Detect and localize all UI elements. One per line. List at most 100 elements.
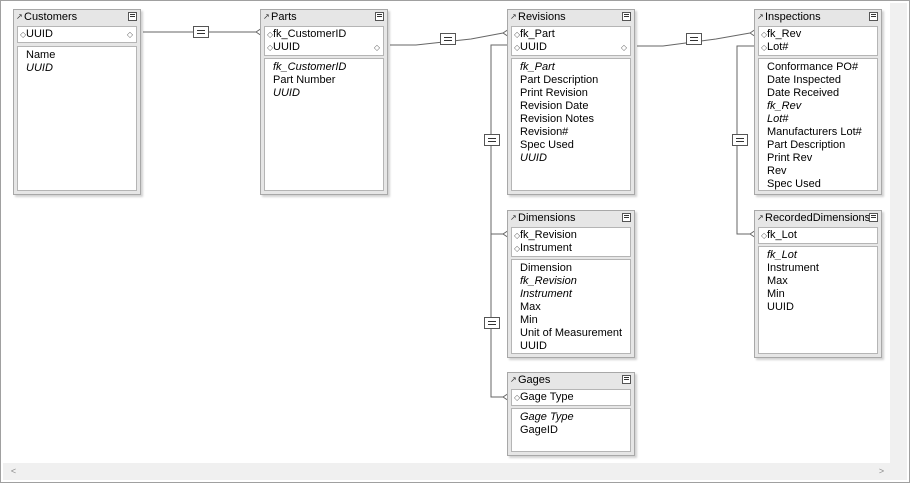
collapse-toggle-icon[interactable] [869, 12, 878, 21]
field-item[interactable]: Revision Date [520, 100, 589, 112]
field-item[interactable]: Part Description [767, 139, 846, 151]
field-item[interactable]: Gage Type [520, 411, 574, 423]
field-item[interactable]: UUID [273, 87, 300, 99]
key-field[interactable]: ◇fk_Part [512, 28, 630, 41]
relationship-key-icon: ◇ [761, 231, 768, 240]
relationship-operator-parts-revisions[interactable] [440, 33, 456, 45]
field-item[interactable]: fk_Lot [767, 249, 797, 261]
relationship-key-icon: ◇ [267, 30, 274, 39]
key-field[interactable]: ◇fk_Revision [512, 229, 630, 242]
field-item[interactable]: Dimension [520, 262, 572, 274]
table-header[interactable]: ↗Gages [508, 373, 634, 388]
relationship-operator-revisions-dimensions[interactable] [484, 134, 500, 146]
table-header[interactable]: ↗Parts [261, 10, 387, 25]
scroll-right-icon[interactable]: > [878, 466, 885, 476]
table-arrow-icon: ↗ [510, 12, 517, 21]
key-field[interactable]: ◇Gage Type [512, 391, 630, 404]
table-header[interactable]: ↗Customers [14, 10, 140, 25]
field-item[interactable]: Name [26, 49, 56, 61]
field-item[interactable]: Print Revision [520, 87, 588, 99]
field-item[interactable]: Lot# [767, 113, 789, 125]
table-header[interactable]: ↗Revisions [508, 10, 634, 25]
field-item[interactable]: UUID [520, 340, 547, 352]
key-field[interactable]: ◇UUID◇ [18, 28, 136, 41]
table-arrow-icon: ↗ [510, 375, 517, 384]
key-fields-list: ◇UUID◇ [17, 26, 137, 43]
field-item[interactable]: Max [520, 301, 541, 313]
key-field[interactable]: ◇fk_CustomerID [265, 28, 383, 41]
key-field[interactable]: ◇UUID◇ [512, 41, 630, 54]
field-item[interactable]: Part Description [520, 74, 599, 86]
field-item[interactable]: Revision# [520, 126, 569, 138]
field-item[interactable]: fk_Revision [520, 275, 577, 287]
field-item[interactable]: Revision Notes [520, 113, 594, 125]
relationship-operator-revisions-inspections[interactable] [686, 33, 702, 45]
field-item[interactable]: Instrument [520, 288, 572, 300]
field-item[interactable]: UUID [26, 62, 53, 74]
field-item[interactable]: fk_Rev [767, 100, 802, 112]
relationship-operator-revisions-gages[interactable] [484, 317, 500, 329]
key-field[interactable]: ◇UUID◇ [265, 41, 383, 54]
field-item[interactable]: Part Number [273, 74, 336, 86]
field-item[interactable]: fk_CustomerID [273, 61, 347, 73]
collapse-toggle-icon[interactable] [375, 12, 384, 21]
field-item[interactable]: Date Inspected [767, 74, 841, 86]
key-field[interactable]: ◇Instrument [512, 242, 630, 255]
field-item[interactable]: Unit of Measurement [520, 327, 623, 339]
relationship-key-icon: ◇ [514, 244, 521, 253]
key-field-label: UUID [273, 41, 300, 53]
key-field-label: Instrument [520, 242, 572, 254]
field-item[interactable]: UUID [520, 152, 547, 164]
key-field-label: Gage Type [520, 391, 574, 403]
key-field[interactable]: ◇fk_Rev [759, 28, 877, 41]
field-item[interactable]: Rev [767, 165, 787, 177]
key-field-label: UUID [26, 28, 53, 40]
key-fields-list: ◇fk_Lot [758, 227, 878, 244]
field-item[interactable]: Spec Used [520, 139, 574, 151]
field-item[interactable]: Min [767, 288, 785, 300]
field-item[interactable]: Spec Used [767, 178, 821, 190]
table-header[interactable]: ↗Inspections [755, 10, 881, 25]
key-field-label: Lot# [767, 41, 789, 53]
field-item[interactable]: Max [767, 275, 788, 287]
collapse-toggle-icon[interactable] [622, 375, 631, 384]
field-item[interactable]: Manufacturers Lot# [767, 126, 862, 138]
scroll-left-icon[interactable]: < [10, 466, 17, 476]
collapse-toggle-icon[interactable] [128, 12, 137, 21]
collapse-toggle-icon[interactable] [869, 213, 878, 222]
table-header[interactable]: ↗Dimensions [508, 211, 634, 226]
relationship-operator-inspections-recordeddimensions[interactable] [732, 134, 748, 146]
field-item[interactable]: Conformance PO# [767, 61, 859, 73]
collapse-toggle-icon[interactable] [622, 12, 631, 21]
vertical-scrollbar[interactable] [890, 3, 907, 463]
collapse-toggle-icon[interactable] [622, 213, 631, 222]
field-item[interactable]: GageID [520, 424, 558, 436]
field-item[interactable]: Print Rev [767, 152, 813, 164]
table-header[interactable]: ↗RecordedDimensions [755, 211, 881, 226]
key-field[interactable]: ◇fk_Lot [759, 229, 877, 242]
field-item[interactable]: Min [520, 314, 538, 326]
table-occurrence-inspections[interactable]: ↗Inspections◇fk_Rev◇Lot#Conformance PO#D… [754, 9, 882, 195]
field-item[interactable]: Instrument [767, 262, 819, 274]
key-field[interactable]: ◇Lot# [759, 41, 877, 54]
key-field-label: fk_Lot [767, 229, 797, 241]
field-item[interactable]: Date Received [767, 87, 840, 99]
field-item[interactable]: UUID [767, 301, 794, 313]
field-item[interactable]: fk_Part [520, 61, 555, 73]
relationship-operator-customers-parts[interactable] [193, 26, 209, 38]
horizontal-scrollbar[interactable]: < > [3, 463, 890, 480]
